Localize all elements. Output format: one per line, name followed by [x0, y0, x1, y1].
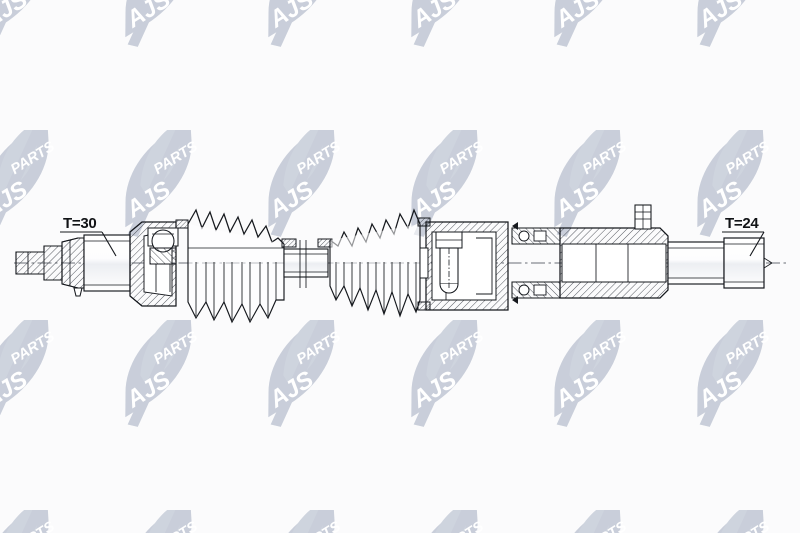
- annotation-spline-count-left: T=30: [60, 215, 117, 257]
- label-t24: T=24: [725, 215, 759, 232]
- annotation-spline-count-right: T=24: [722, 215, 765, 257]
- label-t30: T=30: [63, 215, 96, 232]
- label-t30-leader: [101, 231, 117, 257]
- label-t24-leader: [749, 231, 765, 257]
